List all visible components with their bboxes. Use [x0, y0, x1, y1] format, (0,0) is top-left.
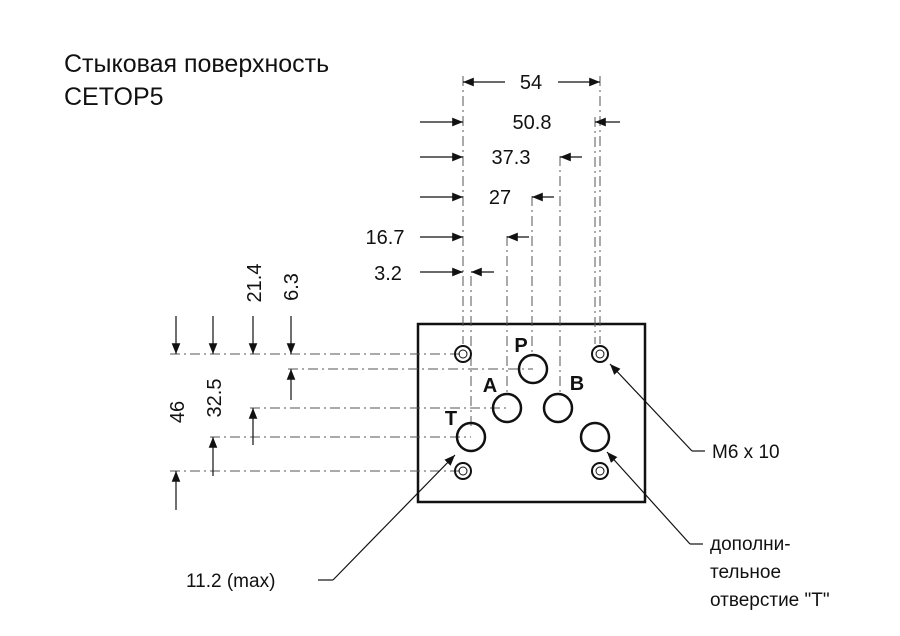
bolt-hole-bottom-left: [454, 462, 472, 480]
dim-50-8: 50.8: [513, 112, 552, 134]
port-b: [542, 392, 574, 424]
dim-16-7: 16.7: [366, 227, 405, 249]
callout-extra-t-line-1: дополни-: [710, 534, 791, 555]
bolt-hole-bottom-right: [591, 462, 609, 480]
dim-27: 27: [489, 187, 511, 209]
bolt-holes: [454, 345, 609, 480]
port-labels: P A B T: [445, 335, 584, 430]
dim-3-2: 3.2: [374, 263, 402, 285]
port-label-p: P: [514, 335, 527, 357]
callout-bolt: M6 x 10: [712, 442, 780, 463]
port-label-t: T: [445, 408, 457, 430]
callout-labels: M6 x 10 11.2 (max) дополни- тельное отве…: [186, 442, 830, 611]
leader-tmax: [332, 454, 456, 581]
diagram-title: Стыковая поверхность CETOP5: [64, 48, 329, 114]
dim-32-5: 32.5: [204, 379, 226, 418]
vertical-dimension-arrows: [171, 316, 296, 510]
horizontal-dimension-arrows: [420, 77, 620, 277]
callout-extra-t-line-3: отверстие "T": [710, 590, 830, 611]
leader-extra-t: [606, 451, 691, 545]
title-line-1: Стыковая поверхность: [64, 50, 330, 78]
dim-46: 46: [167, 401, 189, 423]
vertical-dimension-labels: 21.4 6.3 46 32.5: [167, 264, 303, 424]
port-a: [491, 392, 523, 424]
dim-54: 54: [520, 72, 542, 94]
port-t: [455, 421, 487, 453]
dim-37-3: 37.3: [492, 147, 531, 169]
bolt-hole-top-right: [591, 345, 609, 363]
title-line-2: CETOP5: [64, 83, 164, 111]
ports: [455, 353, 611, 453]
dim-6-3: 6.3: [281, 273, 303, 301]
port-label-a: A: [483, 375, 497, 397]
leader-bolt: [609, 363, 693, 452]
port-label-b: B: [570, 373, 584, 395]
callout-tmax: 11.2 (max): [186, 571, 275, 592]
horizontal-dimension-labels: 54 50.8 37.3 27 16.7 3.2: [366, 72, 552, 285]
port-p: [517, 353, 549, 385]
bolt-hole-top-left: [454, 345, 472, 363]
port-t-extra: [579, 421, 611, 453]
leader-lines: [318, 363, 705, 581]
dim-21-4: 21.4: [244, 264, 266, 303]
callout-extra-t-line-2: тельное: [710, 562, 781, 583]
